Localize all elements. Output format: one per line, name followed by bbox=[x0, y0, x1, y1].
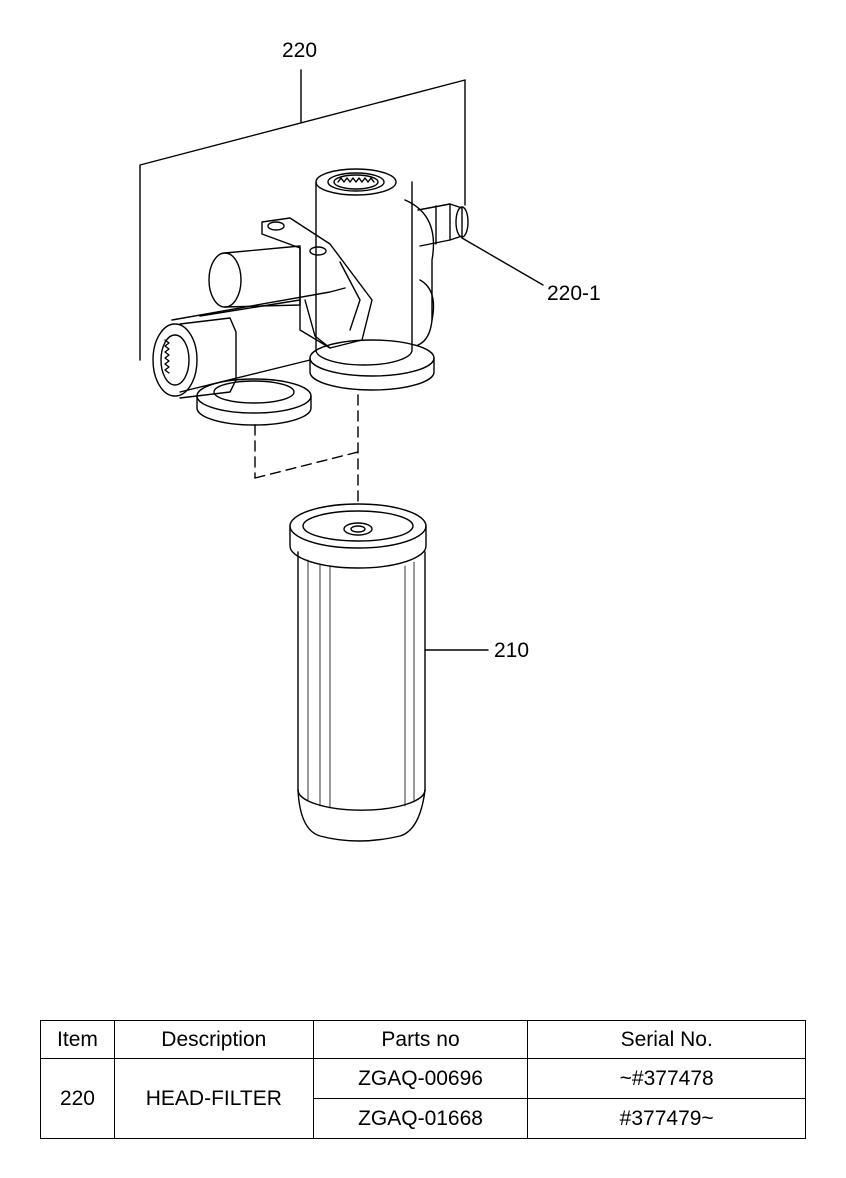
header-item: Item bbox=[40, 1020, 115, 1059]
cell-item: 220 bbox=[40, 1058, 115, 1139]
parts-table: Item Description Parts no Serial No. 220… bbox=[40, 1020, 806, 1139]
table-row: 220 HEAD-FILTER ZGAQ-00696 ~#377478 bbox=[40, 1058, 806, 1139]
alignment-lines bbox=[254, 394, 359, 506]
cell-part-no: ZGAQ-00696 bbox=[312, 1058, 529, 1099]
exploded-parts-diagram: 220 220-1 210 bbox=[139, 39, 601, 842]
filter-head-body bbox=[152, 168, 469, 426]
callout-label-220: 220 bbox=[282, 39, 317, 62]
callout-label-220-1: 220-1 bbox=[547, 282, 601, 305]
header-serial-no: Serial No. bbox=[527, 1020, 806, 1059]
table-header-row: Item Description Parts no Serial No. bbox=[40, 1020, 806, 1059]
cell-part-no: ZGAQ-01668 bbox=[312, 1098, 529, 1139]
filter-element bbox=[289, 503, 427, 842]
cell-description: HEAD-FILTER bbox=[113, 1058, 314, 1139]
header-description: Description bbox=[113, 1020, 314, 1059]
callout-bracket-220 bbox=[139, 69, 466, 361]
leader-line-220-1 bbox=[461, 237, 544, 286]
callout-label-210: 210 bbox=[494, 639, 529, 662]
table-row: ZGAQ-01668 #377479~ bbox=[41, 1098, 806, 1139]
cell-serial: #377479~ bbox=[527, 1098, 806, 1139]
cell-serial: ~#377478 bbox=[527, 1058, 806, 1099]
header-parts-no: Parts no bbox=[312, 1020, 529, 1059]
